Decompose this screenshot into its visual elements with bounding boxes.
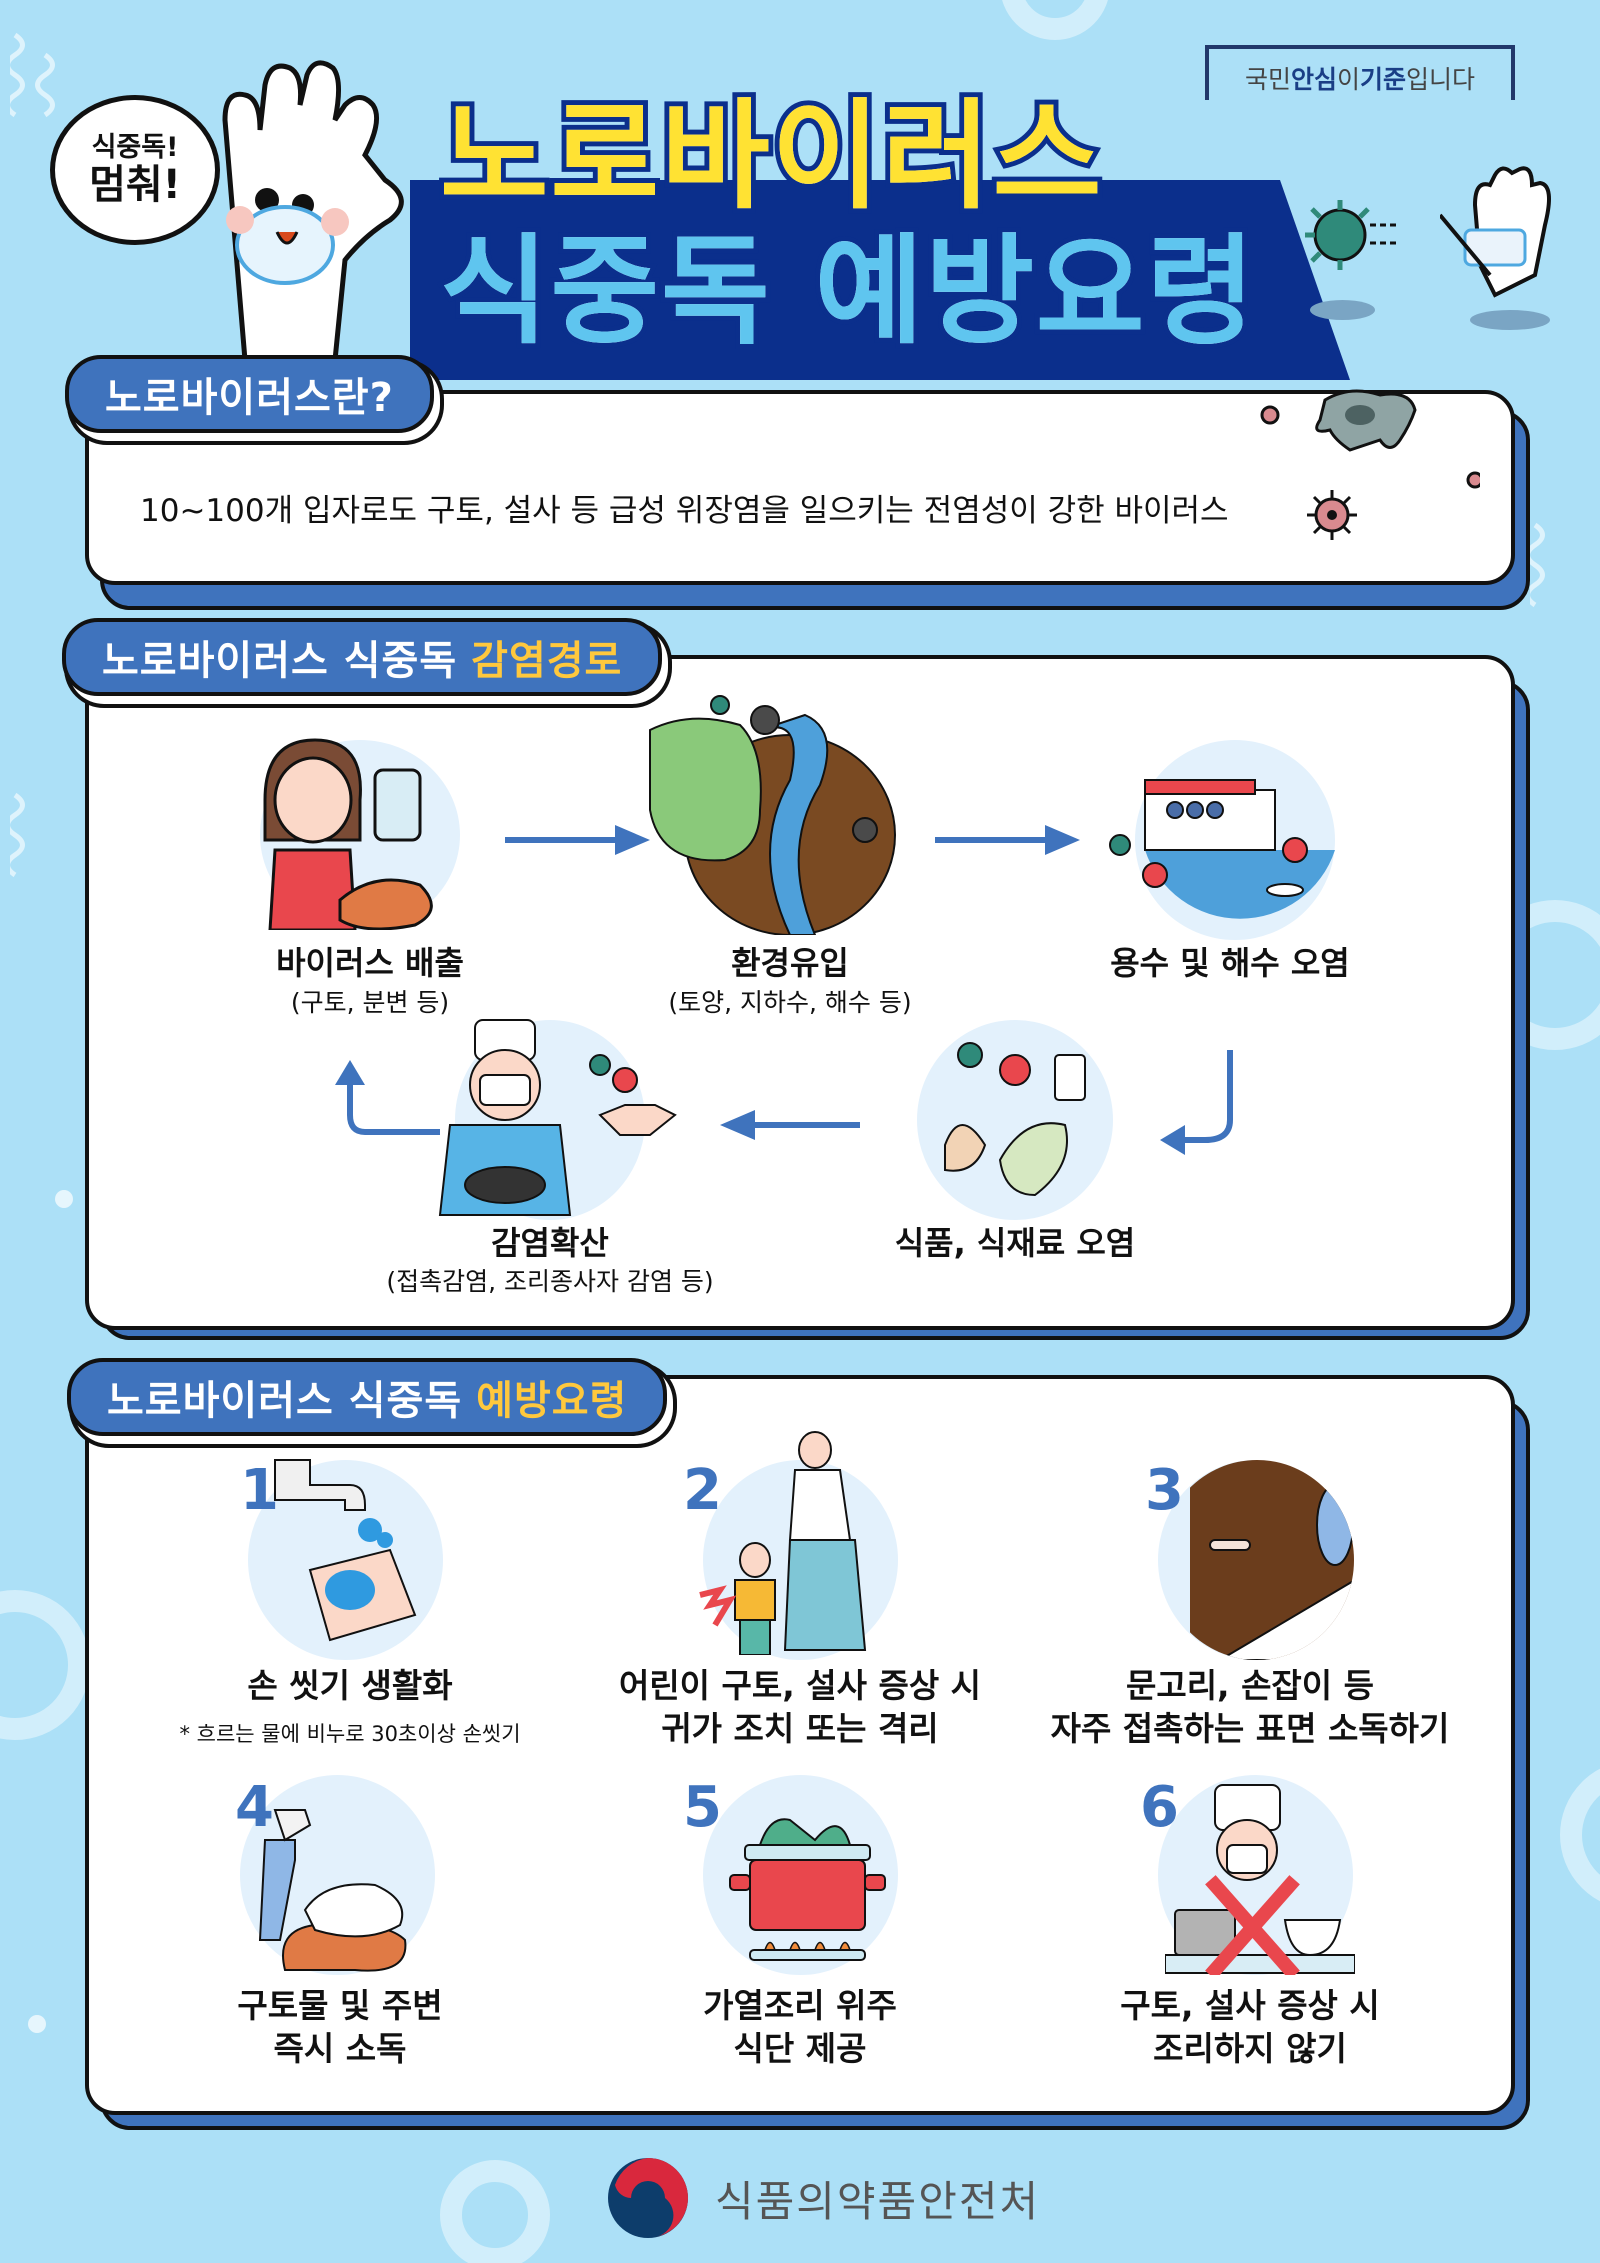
cooking-pot-illustration — [729, 1818, 886, 1961]
prevention-label-line2: 조리하지 않기 — [1153, 2028, 1347, 2068]
sick-child-illustration — [699, 1431, 867, 1655]
prevention-label-line2: 귀가 조치 또는 격리 — [661, 1708, 939, 1748]
virus-blob-icon — [1260, 389, 1480, 540]
speech-bubble: 식중독! 멈춰! — [50, 95, 220, 245]
prevention-label: 구토물 및 주변 즉시 소독 — [140, 1985, 540, 2071]
prevention-heading-text: 노로바이러스 식중독 — [107, 1378, 463, 1424]
tagline-bold-2: 기준 — [1360, 65, 1407, 94]
dot-decoration — [55, 1190, 73, 1208]
route-step-label: 감염확산 — [491, 1224, 609, 1262]
route-step-label: 식품, 식재료 오염 — [894, 1224, 1136, 1262]
prevention-number: 6 — [1140, 1775, 1179, 1840]
prevention-label: 가열조리 위주 식단 제공 — [590, 1985, 1010, 2071]
prevention-label-line2: 식단 제공 — [733, 2028, 867, 2068]
virus-character-icon — [1305, 200, 1398, 270]
prevention-number: 5 — [683, 1775, 722, 1840]
shadow — [1310, 300, 1375, 320]
arrow-curve-down-left-icon — [1160, 1050, 1233, 1155]
tagline-pre: 국민 — [1244, 65, 1291, 94]
spray-disinfect-illustration — [258, 1809, 407, 1972]
no-cooking-illustration — [1165, 1784, 1355, 1975]
ring-decoration — [1560, 1760, 1600, 1910]
route-step-sub: (접촉감염, 조리종사자 감염 등) — [386, 1267, 714, 1296]
government-emblem-icon — [608, 2158, 688, 2238]
prevention-label-line1: 어린이 구토, 설사 증상 시 — [618, 1666, 982, 1705]
dot-decoration — [28, 2015, 46, 2033]
ring-decoration — [1000, 0, 1110, 40]
tagline-bold-1: 안심 — [1290, 65, 1337, 94]
handwashing-illustration — [274, 1459, 417, 1642]
wave-decoration — [10, 792, 25, 878]
prevention-label-line1: 가열조리 위주 — [703, 1986, 897, 2025]
prevention-label: 어린이 구토, 설사 증상 시 귀가 조치 또는 격리 — [580, 1665, 1020, 1751]
footer-logo: 식품의약품안전처 — [605, 2155, 1040, 2241]
speech-line-2: 멈춰! — [89, 161, 181, 208]
prevention-note: * 흐르는 물에 비누로 30초이상 손씻기 — [179, 1722, 521, 1746]
environment-river-icon — [649, 695, 896, 935]
arrow-right-icon — [505, 825, 650, 855]
ring-decoration — [0, 1590, 90, 1740]
title-banner-shape — [410, 180, 1350, 380]
org-name: 식품의약품안전처 — [715, 2176, 1041, 2226]
wave-decoration — [10, 32, 55, 118]
title-line-1: 노로바이러스 — [435, 82, 1106, 230]
sprayer-mascot-icon — [1440, 166, 1551, 330]
prevention-label-line1: 손 씻기 생활화 — [247, 1666, 453, 1705]
route-step-label: 용수 및 해수 오염 — [1110, 944, 1350, 982]
arrow-right-icon — [935, 825, 1080, 855]
route-step-sub: (토양, 지하수, 해수 등) — [668, 988, 912, 1017]
arrow-left-icon — [720, 1110, 860, 1140]
route-step-label: 바이러스 배출 — [276, 944, 464, 982]
definition-heading-text: 노로바이러스란? — [105, 375, 394, 421]
route-heading: 노로바이러스 식중독 감염경로 — [62, 618, 663, 696]
title-line-2: 식중독 예방요령 — [435, 217, 1260, 365]
definition-text: 10~100개 입자로도 구토, 설사 등 급성 위장염을 일으키는 전염성이 … — [140, 493, 1229, 529]
prevention-label-line1: 구토물 및 주변 — [237, 1986, 443, 2025]
prevention-label: 문고리, 손잡이 등 자주 접촉하는 표면 소독하기 — [1030, 1665, 1470, 1751]
tagline-mid: 이 — [1336, 65, 1360, 94]
speech-line-1: 식중독! — [91, 132, 179, 164]
ring-decoration — [440, 2160, 550, 2263]
prevention-label: 손 씻기 생활화 — [140, 1665, 560, 1708]
prevention-number: 3 — [1145, 1458, 1184, 1523]
prevention-label: 구토, 설사 증상 시 조리하지 않기 — [1040, 1985, 1460, 2071]
door-handle-illustration — [1190, 1460, 1354, 1660]
route-step-label: 환경유입 — [731, 944, 849, 982]
prevention-label-line2: 즉시 소독 — [273, 2028, 407, 2068]
prevention-heading-highlight: 예방요령 — [476, 1378, 628, 1424]
tagline-post: 입니다 — [1406, 65, 1476, 94]
prevention-label-line2: 자주 접촉하는 표면 소독하기 — [1050, 1708, 1450, 1748]
prevention-number: 4 — [235, 1775, 274, 1840]
cook-handshake-icon — [438, 1019, 677, 1220]
contaminated-food-icon — [917, 1020, 1113, 1220]
prevention-number: 2 — [683, 1458, 722, 1523]
fishing-boat-sea-icon — [1109, 740, 1335, 940]
route-heading-highlight: 감염경로 — [471, 638, 623, 684]
prevention-label-line1: 구토, 설사 증상 시 — [1120, 1986, 1380, 2025]
vomiting-person-illustration — [263, 738, 433, 930]
route-heading-text: 노로바이러스 식중독 — [102, 638, 458, 684]
prevention-heading: 노로바이러스 식중독 예방요령 — [67, 1358, 668, 1436]
prevention-number: 1 — [240, 1458, 279, 1523]
definition-heading: 노로바이러스란? — [65, 355, 434, 433]
arrow-curve-up-left-icon — [335, 1060, 440, 1135]
prevention-label-line1: 문고리, 손잡이 등 — [1125, 1666, 1375, 1705]
route-step-sub: (구토, 분변 등) — [290, 988, 450, 1017]
wave-decoration — [1530, 522, 1545, 608]
glove-mascot-icon — [222, 60, 404, 360]
